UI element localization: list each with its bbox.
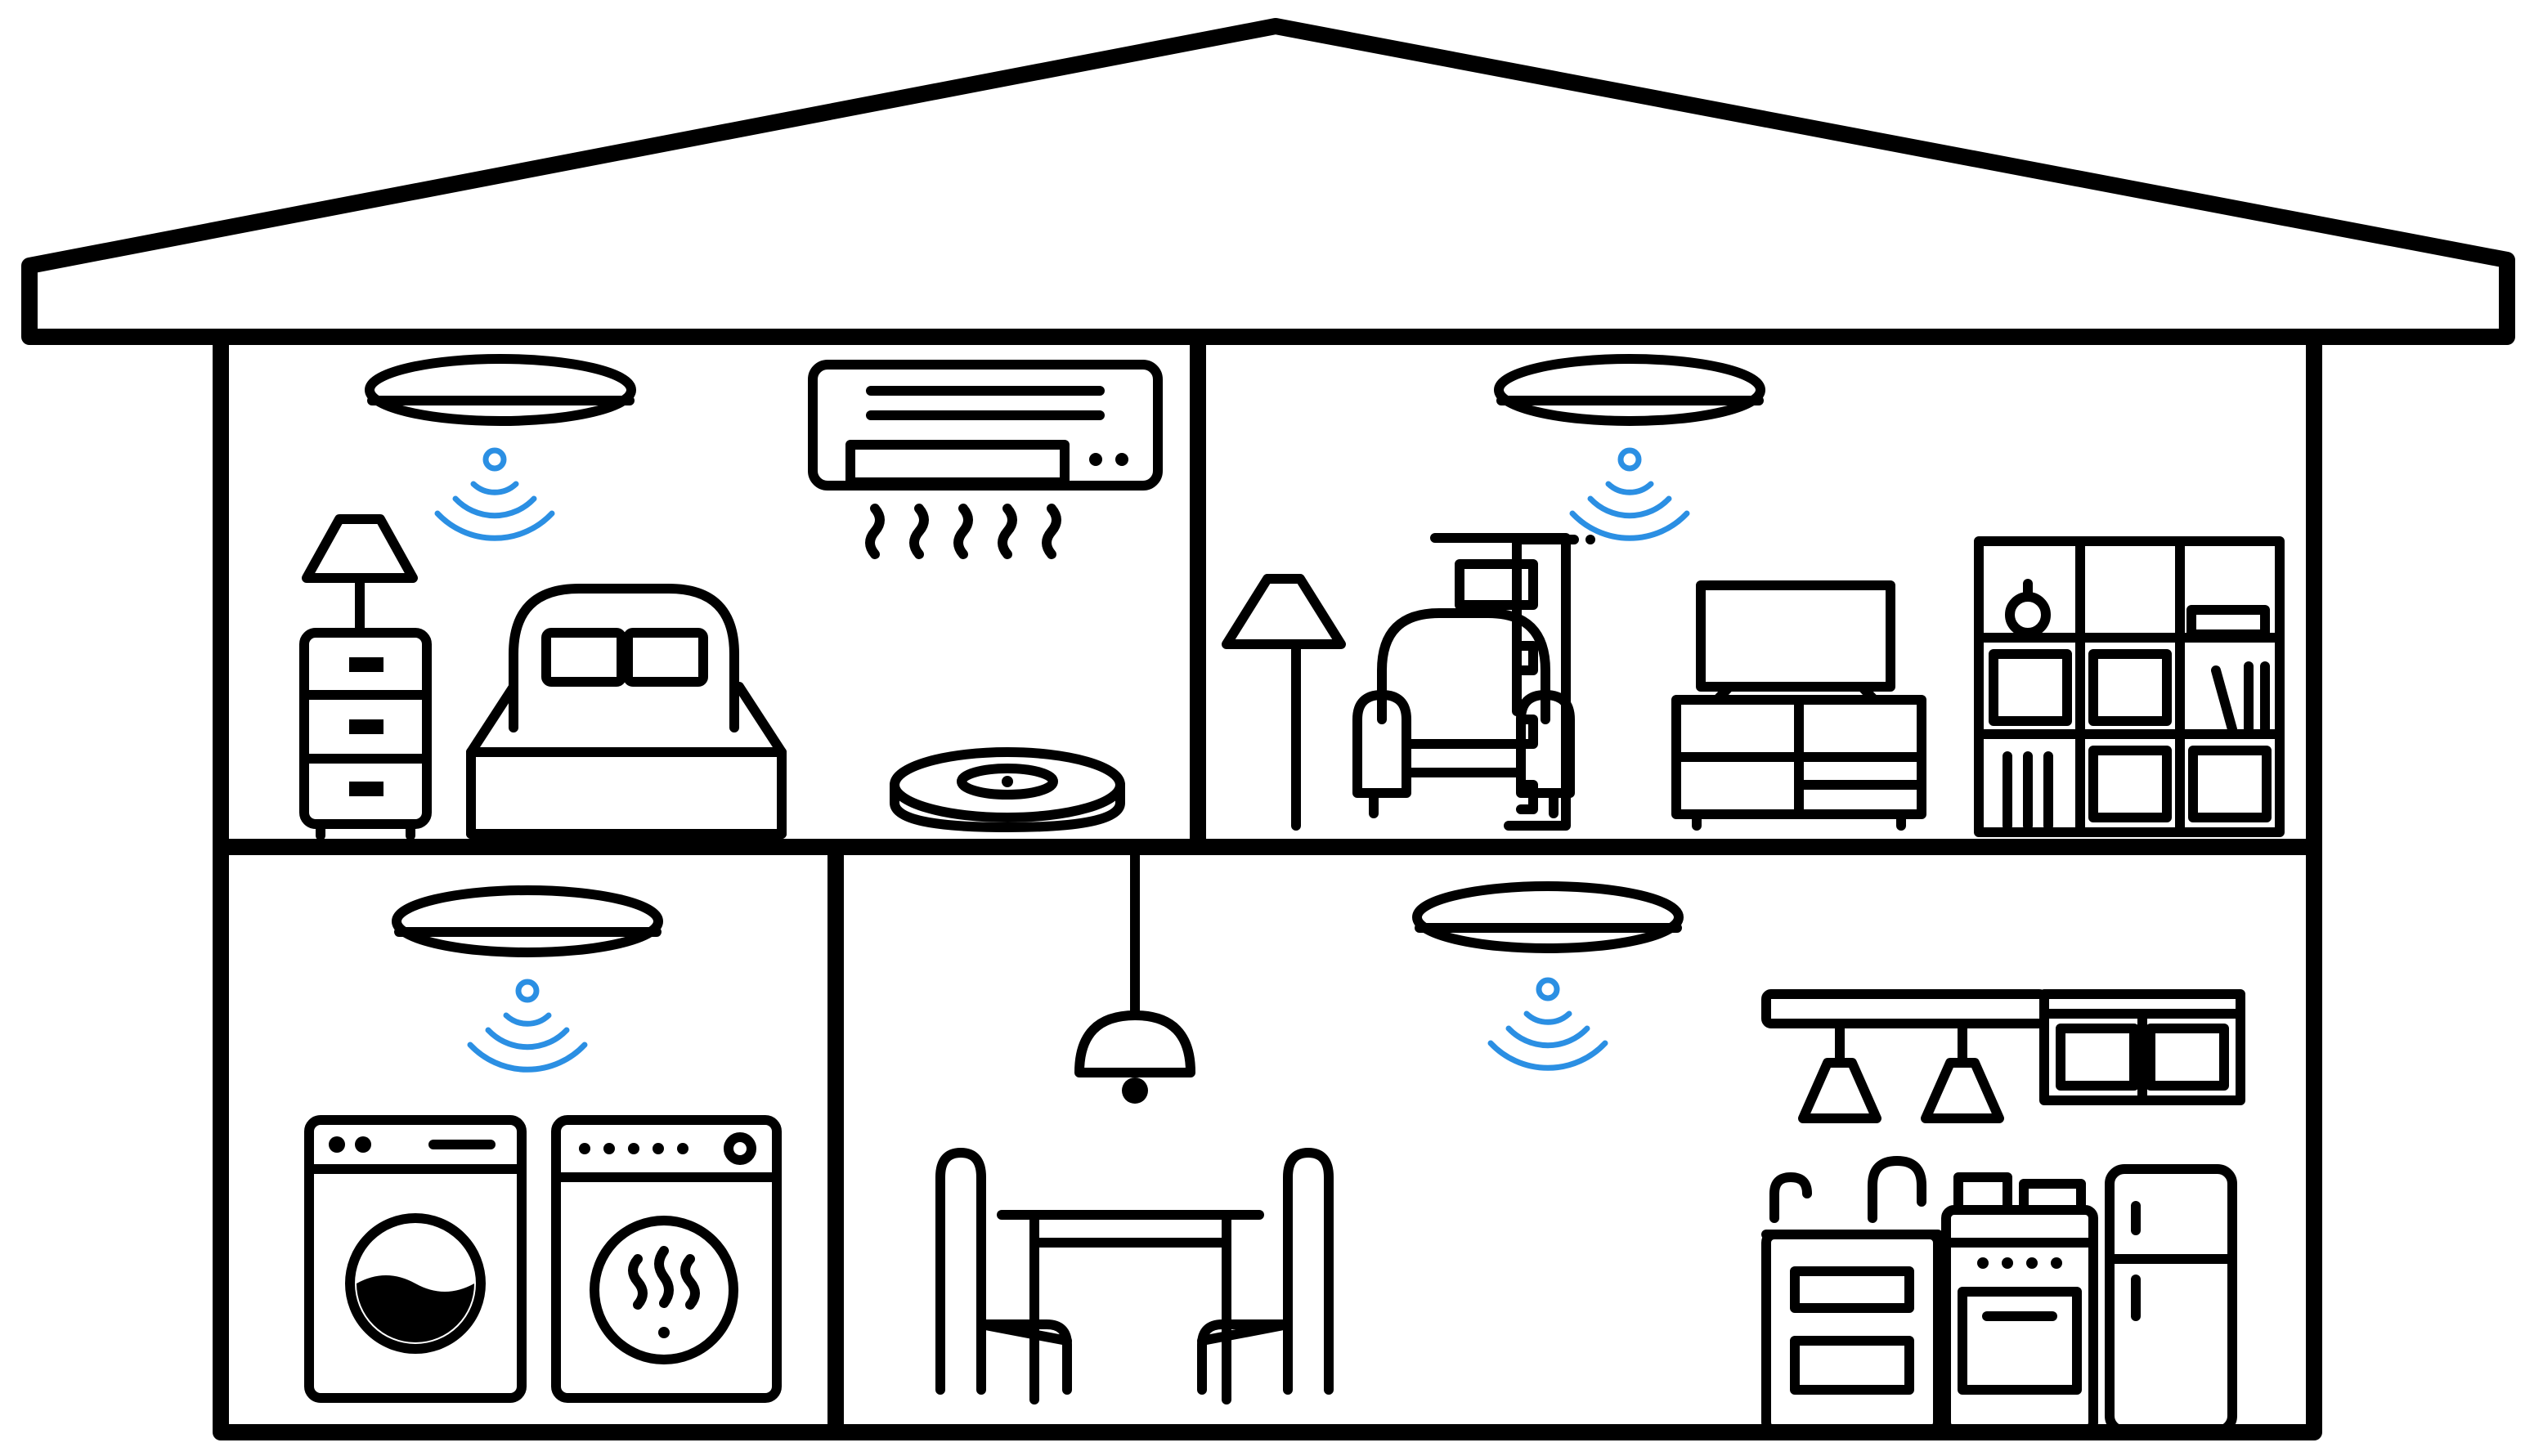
room-bedroom [299, 354, 1163, 840]
washing-machine-icon [304, 1115, 527, 1403]
dryer-icon [551, 1115, 782, 1403]
wall-cabinet-icon [2039, 989, 2245, 1105]
house-walls [213, 329, 2322, 1440]
dining-table-icon [997, 1210, 1264, 1404]
ceiling-light [365, 354, 636, 426]
chair-icon [1197, 1148, 1334, 1395]
bookshelf-icon [1974, 536, 2285, 837]
wifi-signal-icon [1569, 447, 1690, 541]
wifi-signal-icon [434, 447, 555, 541]
wifi-signal-icon [467, 979, 588, 1073]
chair-icon [935, 1148, 1072, 1395]
room-kitchen-dining [935, 850, 2245, 1436]
bed-icon [466, 584, 787, 839]
room-living [1222, 354, 2285, 837]
bedside-lamp-icon [302, 514, 418, 638]
ceiling-light [392, 885, 663, 957]
pendant-lamp-icon [1074, 850, 1195, 1104]
range-hood-icon [1761, 989, 2049, 1123]
stove-icon [1941, 1172, 2098, 1436]
armchair-icon [1352, 608, 1575, 818]
ceiling-light [1494, 354, 1765, 426]
sink-counter-icon [1761, 1156, 1943, 1436]
air-conditioner-icon [808, 360, 1163, 559]
nightstand-icon [299, 628, 432, 840]
roof [21, 18, 2515, 345]
room-laundry [304, 885, 782, 1403]
robot-vacuum-icon [890, 747, 1125, 832]
tv-icon [1696, 580, 1895, 705]
refrigerator-icon [2105, 1164, 2237, 1436]
floor-lamp-icon [1222, 574, 1346, 831]
wifi-signal-icon [1487, 977, 1608, 1071]
tv-stand-icon [1671, 695, 1926, 831]
ceiling-light [1412, 881, 1684, 953]
